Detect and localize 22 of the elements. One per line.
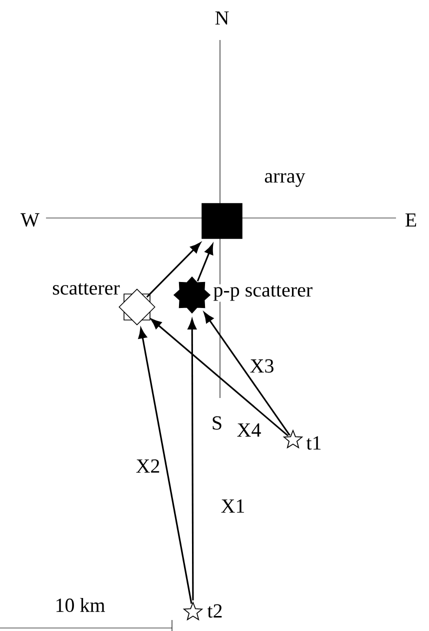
- node-caption: t2: [206, 603, 224, 619]
- edge-label: X2: [134, 458, 162, 474]
- edge-label: X3: [248, 358, 276, 374]
- arrow: [188, 318, 196, 600]
- edge-label: X4: [236, 422, 262, 438]
- compass-label: S: [212, 416, 222, 430]
- compass-label: W: [20, 213, 40, 227]
- scale-label: 10 km: [56, 598, 105, 612]
- arrow: [150, 318, 288, 436]
- node-caption: p-p scatterer: [212, 284, 314, 302]
- scatterer-diamond: [118, 288, 156, 326]
- compass-label: N: [215, 11, 229, 25]
- node-caption: scatterer: [51, 282, 121, 296]
- arrow: [204, 312, 290, 436]
- edge-label: X1: [220, 498, 246, 514]
- arrow: [196, 244, 214, 282]
- array-square: [202, 203, 242, 239]
- node-caption: array: [263, 172, 306, 188]
- node-caption: t1: [305, 435, 323, 451]
- compass-label: E: [405, 213, 416, 227]
- arrow: [146, 242, 201, 298]
- arrow: [138, 328, 192, 604]
